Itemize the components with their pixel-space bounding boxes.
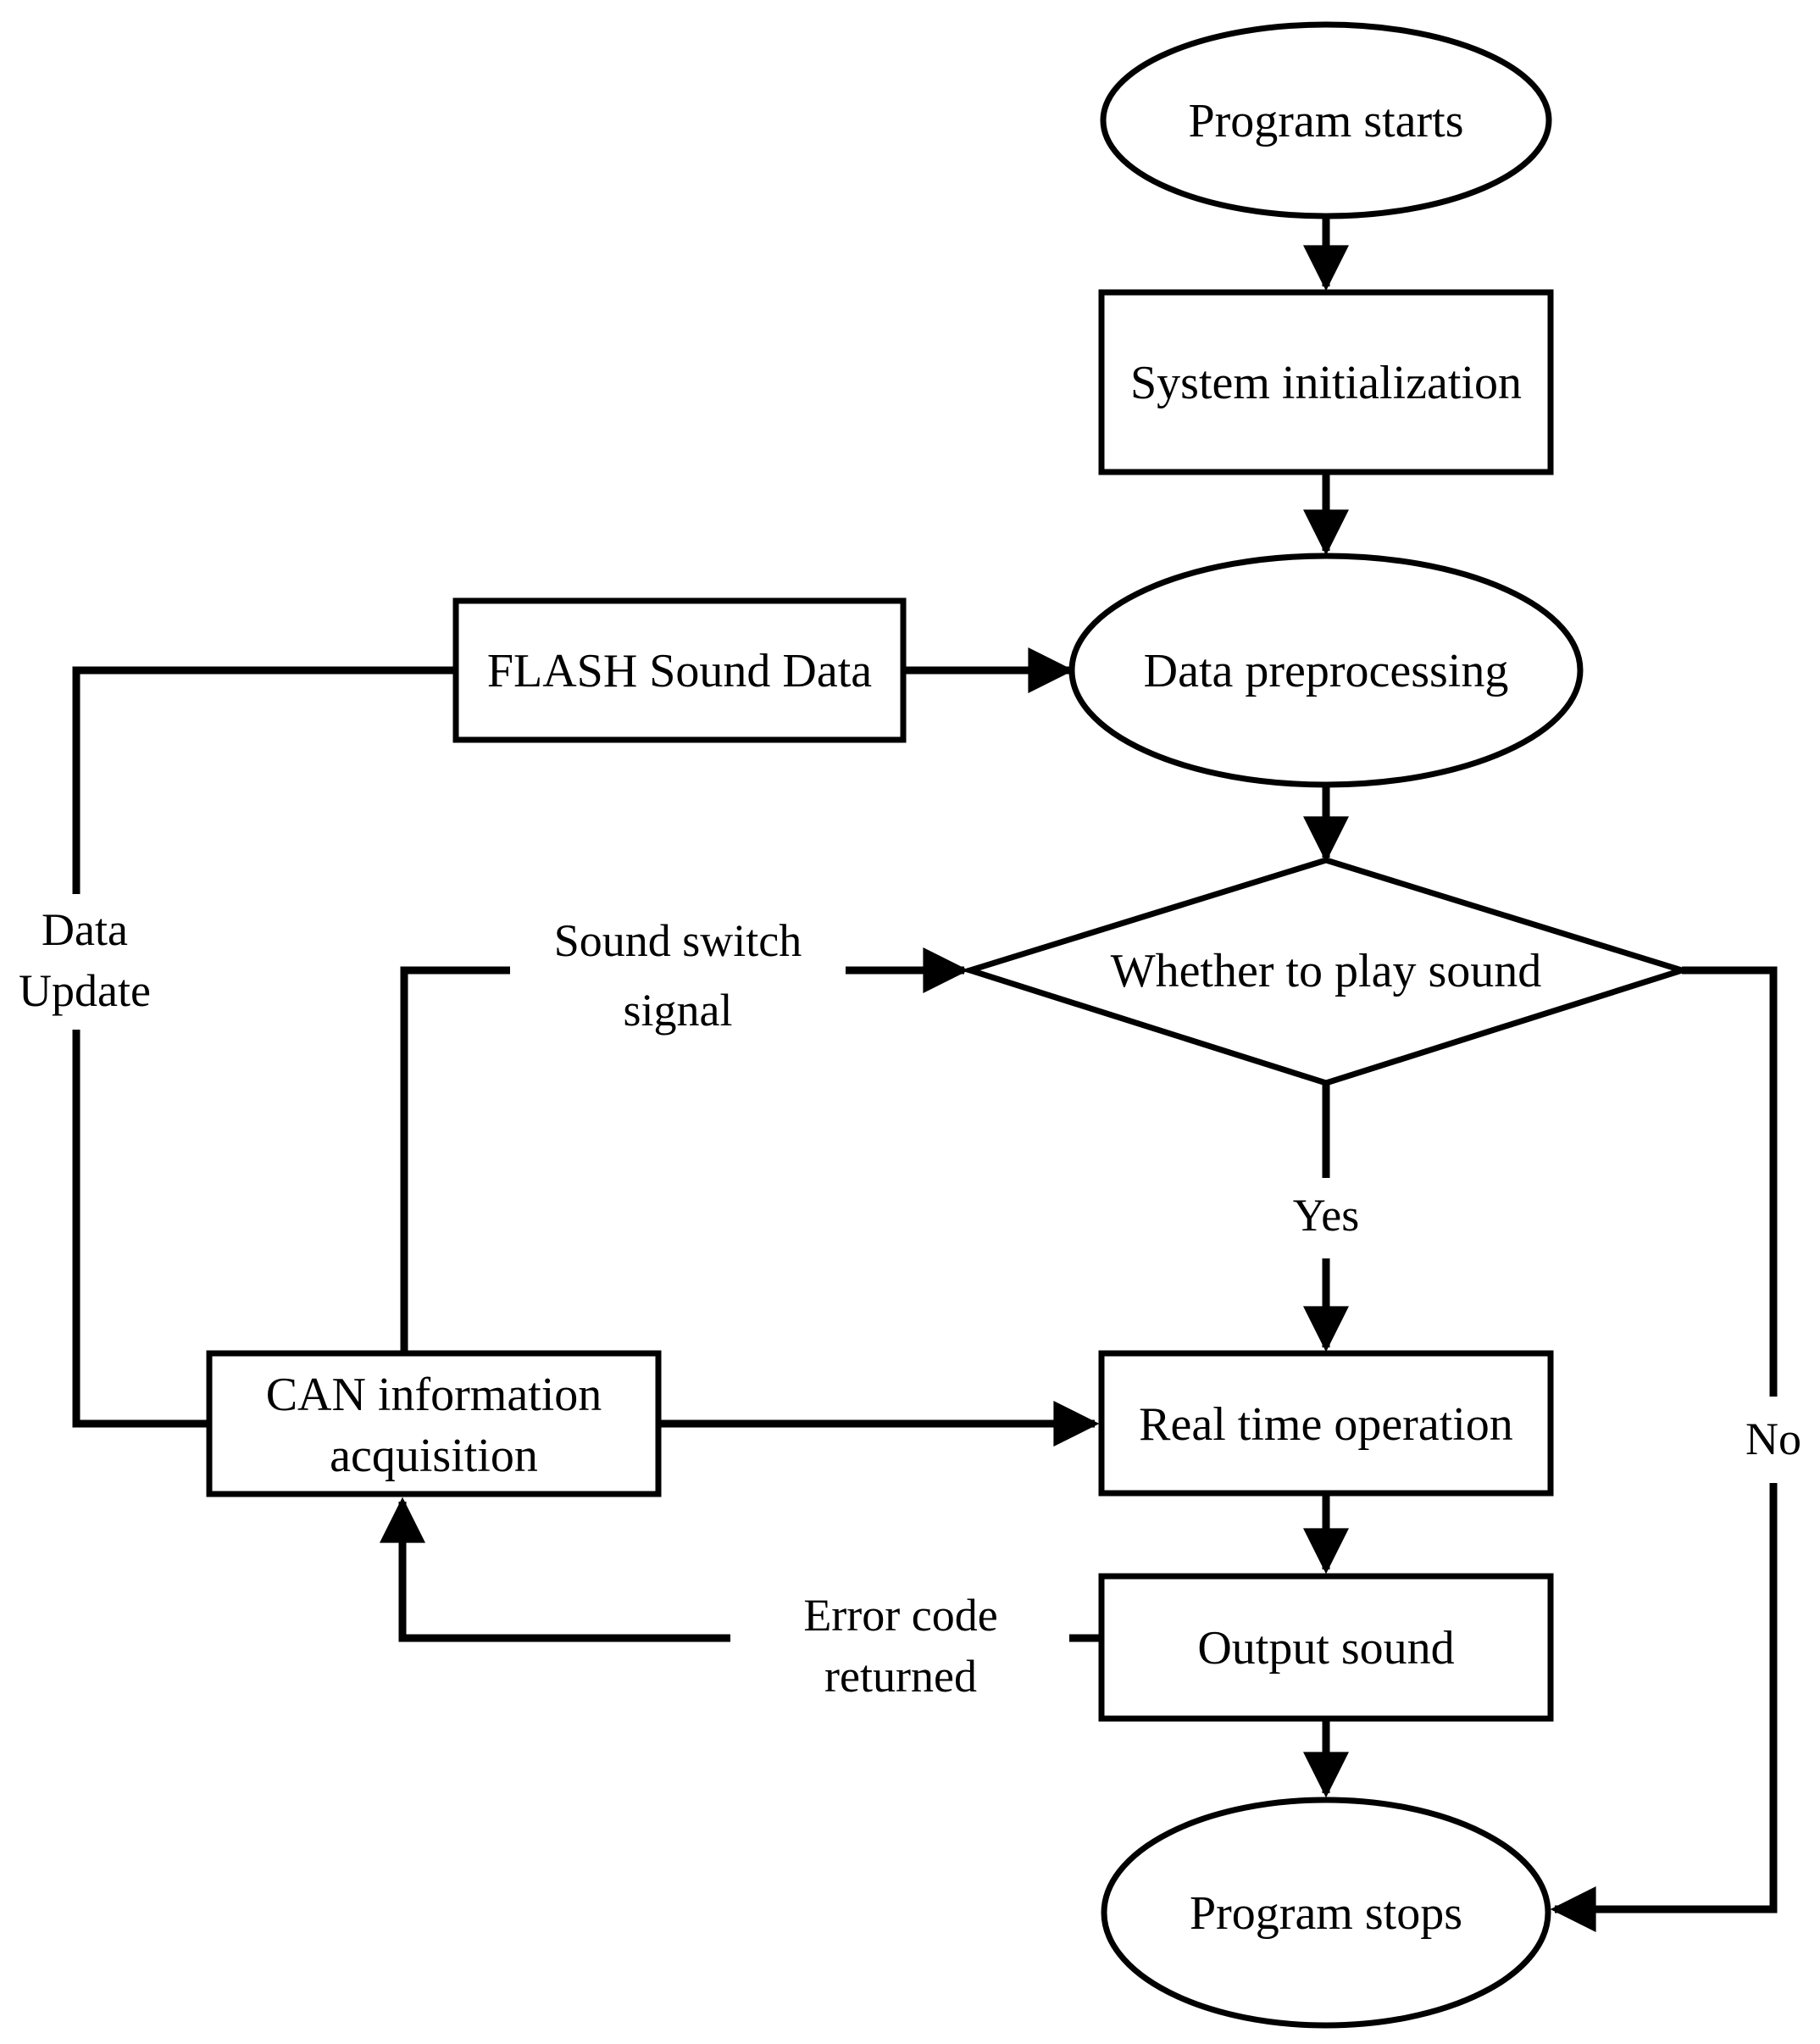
- node-output-sound-label: Output sound: [1197, 1622, 1454, 1675]
- edge-label-no: No: [1745, 1414, 1801, 1464]
- error-code-label-mask: [730, 1581, 1069, 1704]
- data-update-label-mask: [8, 894, 165, 1030]
- node-system-initialization: [1098, 289, 1554, 475]
- node-can-information-acquisition: [206, 1350, 662, 1497]
- node-program-stops: [1101, 1797, 1551, 2029]
- yes-label-mask: [1267, 1178, 1385, 1258]
- node-can-information-acquisition-label-line2: acquisition: [330, 1430, 538, 1482]
- node-real-time-operation-label: Real time operation: [1139, 1398, 1513, 1451]
- node-can-information-acquisition-label-line1: CAN information: [266, 1369, 602, 1421]
- edge-label-error-code-line2: returned: [824, 1651, 977, 1702]
- node-whether-to-play-sound-label: Whether to play sound: [1111, 945, 1542, 997]
- edge-label-sound-switch-line2: signal: [624, 985, 733, 1036]
- no-label-mask: [1727, 1397, 1820, 1483]
- edge-label-sound-switch-line1: Sound switch: [554, 915, 802, 966]
- node-real-time-operation: [1098, 1350, 1554, 1497]
- edge-label-data-update-line2: Update: [19, 965, 151, 1016]
- node-flash-sound-data: [452, 597, 907, 743]
- node-program-stops-label: Program stops: [1190, 1887, 1462, 1940]
- node-whether-to-play-sound: [960, 857, 1692, 1086]
- node-data-preprocessing: [1068, 553, 1584, 788]
- node-output-sound: [1098, 1573, 1554, 1722]
- edge-data-update-loop: [72, 666, 456, 1428]
- edge-label-error-code-line1: Error code: [803, 1590, 997, 1641]
- edge-label-yes: Yes: [1293, 1190, 1360, 1241]
- sound-switch-label-mask: [510, 912, 846, 1041]
- node-flash-sound-data-label: FLASH Sound Data: [487, 645, 872, 697]
- node-data-preprocessing-label: Data preprocessing: [1144, 645, 1509, 697]
- node-program-starts: [1100, 21, 1552, 219]
- node-program-starts-label: Program starts: [1188, 95, 1463, 147]
- node-system-initialization-label: System initialization: [1130, 357, 1522, 409]
- edge-label-data-update-line1: Data: [42, 904, 128, 955]
